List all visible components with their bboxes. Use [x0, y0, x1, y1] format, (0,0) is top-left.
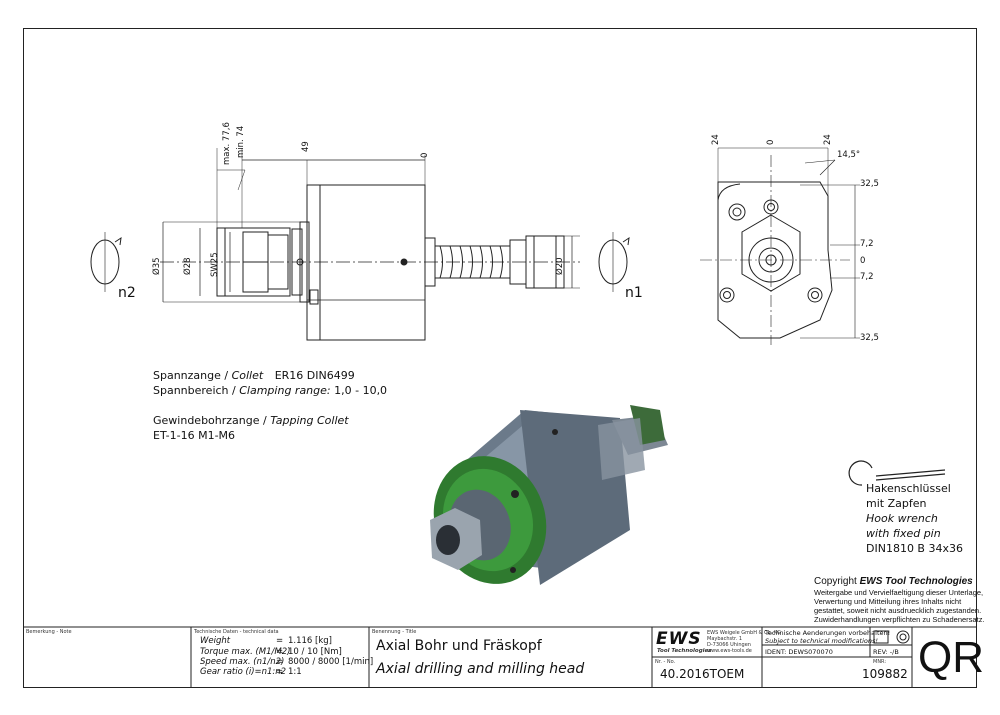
company-line2: Maybachstr. 1 [707, 636, 743, 642]
material-label: MNR: [873, 659, 887, 665]
wrench-line2: mit Zapfen [866, 497, 927, 510]
company-line4: www.ews-tools.de [707, 648, 752, 654]
wrench-line1: Hakenschlüssel [866, 482, 951, 495]
copyright-l3: gestattet, soweit nicht ausdruecklich zu… [814, 606, 982, 615]
dim-min: min. 74 [236, 125, 246, 158]
copyright-title: Copyright EWS Tool Technologies [814, 576, 973, 587]
dim-left-24: 24 [711, 134, 721, 145]
note-range: Spannbereich / Clamping range: 1,0 - 10,… [153, 384, 387, 397]
note-tap-val: ET-1-16 M1-M6 [153, 429, 236, 442]
company-line3: D-73066 Uhingen [707, 642, 751, 648]
remarks-label: Bemerkung - Note [26, 629, 72, 635]
change-note-de: Technische Aenderungen vorbehalten! [765, 629, 891, 637]
revision: REV: -/B [873, 648, 899, 656]
copyright-l2: Verwertung und Mitteilung ihres Inhalts … [814, 597, 962, 606]
dim-zero-side: 0 [420, 152, 430, 158]
dim-325-bot: 32,5 [860, 333, 879, 343]
note-tapping: Gewindebohrzange / Tapping Collet [153, 414, 349, 427]
rotation-n2-symbol [90, 232, 122, 292]
label-n1: n1 [625, 285, 643, 301]
speed-value: 8000 / 8000 [1/min] [288, 657, 374, 667]
qr-mark: QR [918, 633, 984, 682]
ratio-key: Gear ratio (i)=n1:n2 [200, 667, 287, 677]
dim-zero-right: 0 [860, 256, 866, 266]
note-collet-de: Spannzange / [153, 369, 229, 382]
title-en: Axial drilling and milling head [376, 661, 585, 677]
front-view [700, 147, 860, 345]
note-range-de: Spannbereich / [153, 384, 236, 397]
copyright-l1: Weitergabe und Vervielfaeltigung dieser … [814, 588, 984, 597]
ratio-eq: = [276, 667, 284, 677]
ident: IDENT: DEWS070070 [765, 648, 833, 656]
note-collet: Spannzange / Collet ER16 DIN6499 [153, 369, 355, 382]
dim-right-24: 24 [823, 134, 833, 145]
torque-value: 10 / 10 [Nm] [288, 647, 342, 657]
dim-325-top: 32,5 [860, 179, 879, 189]
ews-logo-sub: Tool Technologies [657, 648, 712, 654]
speed-eq: = [276, 657, 284, 667]
dim-sw25: SW25 [210, 252, 220, 277]
dim-72-bot: 7,2 [860, 272, 874, 282]
number-label: Nr. - No. [655, 659, 676, 665]
label-n2: n2 [118, 285, 136, 301]
dim-d35: Ø35 [152, 257, 162, 275]
note-range-val: 1,0 - 10,0 [334, 384, 388, 397]
ratio-value: 1:1 [288, 667, 302, 677]
dim-max: max. 77,6 [222, 122, 232, 165]
copyright-prefix: Copyright [814, 576, 857, 587]
copyright-l4: Zuwiderhandlungen verpflichten zu Schade… [814, 615, 985, 624]
title-de: Axial Bohr und Fräskopf [376, 638, 542, 654]
note-range-en: Clamping range: [239, 384, 331, 397]
change-note-en: Subject to technical modifications! [765, 637, 878, 645]
dim-zero-front: 0 [766, 139, 776, 145]
title-block-lines [23, 626, 977, 688]
copyright-brand: EWS Tool Technologies [859, 576, 973, 587]
wrench-line5: DIN1810 B 34x36 [866, 542, 963, 555]
note-tap-de: Gewindebohrzange / [153, 414, 267, 427]
company-line1: EWS Weigele GmbH & Co. KG [707, 630, 781, 636]
side-view [90, 148, 630, 341]
note-collet-val: ER16 DIN6499 [274, 369, 355, 382]
ews-logo: EWS [656, 629, 702, 649]
note-collet-en: Collet [231, 369, 264, 382]
wrench-line3: Hook wrench [866, 512, 938, 525]
dim-d20: Ø20 [555, 257, 565, 275]
hook-wrench-icon [848, 460, 946, 486]
dim-angle: 14,5° [837, 150, 861, 160]
dim-49: 49 [301, 141, 311, 152]
speed-key: Speed max. (n1/n2) [200, 657, 285, 667]
note-tap-en: Tapping Collet [270, 414, 349, 427]
weight-eq: = [276, 636, 284, 646]
weight-value: 1.116 [kg] [288, 636, 332, 646]
wrench-line4: with fixed pin [866, 527, 941, 540]
torque-eq: = [276, 647, 284, 657]
weight-key: Weight [200, 636, 231, 646]
dim-d28: Ø28 [183, 257, 193, 275]
torque-key: Torque max. (M1/M2) [200, 647, 291, 657]
material-number: 109882 [862, 667, 908, 681]
part-number: 40.2016TOEM [660, 667, 745, 681]
rotation-n1-symbol [598, 232, 630, 292]
render-3d [430, 405, 668, 585]
dim-72-top: 7,2 [860, 239, 874, 249]
tech-data-label: Technische Daten - technical data [194, 629, 279, 635]
name-label: Benennung - Title [372, 629, 417, 635]
drawing-frame [23, 28, 977, 688]
